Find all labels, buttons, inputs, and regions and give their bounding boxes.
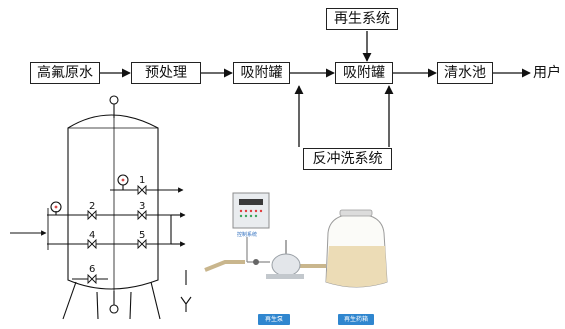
valve-icon <box>87 209 97 221</box>
valve-icon <box>137 209 147 221</box>
adsorber-box-2: 吸附罐 <box>335 62 393 84</box>
valve-icon <box>137 238 147 250</box>
valve-labels: 1 2 3 4 5 6 <box>89 175 145 275</box>
regen-pump-tag: 再生泵 <box>258 314 290 325</box>
pressure-gauge-icon <box>50 201 62 213</box>
tank-leg <box>129 291 132 320</box>
tank-leg <box>150 281 161 320</box>
pressure-tank <box>10 95 192 320</box>
user-label: 用户 <box>533 65 561 81</box>
valve-label-6: 6 <box>89 264 95 275</box>
valve-label-3: 3 <box>139 201 145 212</box>
top-vent <box>109 95 119 105</box>
valve-icon <box>87 273 97 285</box>
flow-arrows <box>100 31 531 147</box>
regen-pipe <box>246 237 270 263</box>
control-panel-label: 控制系统 <box>237 232 258 238</box>
pretreatment-box: 预处理 <box>131 62 201 84</box>
clear-pool-box: 清水池 <box>437 62 493 84</box>
valve-label-1: 1 <box>139 175 145 186</box>
tank-leg <box>62 281 77 320</box>
regen-pipe <box>204 260 245 272</box>
chemical-tank-tag: 再生药箱 <box>338 314 374 325</box>
valves <box>87 184 147 285</box>
tank-outline <box>67 114 159 290</box>
backwash-system-box: 反冲洗系统 <box>303 148 392 170</box>
valve-label-2: 2 <box>89 201 95 212</box>
raw-water-box: 高氟原水 <box>30 62 100 84</box>
valve-label-4: 4 <box>89 230 95 241</box>
valve-icon <box>87 238 97 250</box>
regeneration-system-box: 再生系统 <box>326 8 398 30</box>
gauge-dials <box>54 178 125 209</box>
tank-leg <box>96 291 99 320</box>
regeneration-unit <box>204 192 388 288</box>
pressure-gauge-icon <box>117 174 129 186</box>
valve-icon <box>137 184 147 196</box>
valve-label-5: 5 <box>139 230 145 241</box>
bottom-drain <box>109 304 119 314</box>
regen-pump-icon <box>271 253 301 277</box>
adsorber-box-1: 吸附罐 <box>233 62 290 84</box>
